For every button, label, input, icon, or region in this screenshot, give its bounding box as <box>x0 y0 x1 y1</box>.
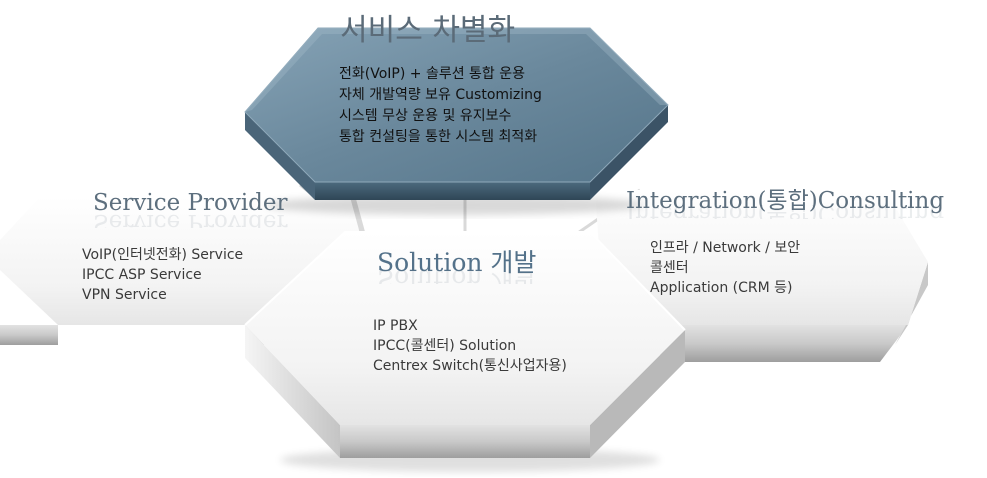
center-top-line: 자체 개발역량 보유 Customizing <box>339 87 542 103</box>
integration-title-reflection: Integration(통합)Consulting <box>626 205 945 219</box>
solution-title-reflection: Solution 개발 <box>377 270 536 284</box>
integration-consulting-hexagon <box>595 190 928 362</box>
service-provider-line: VoIP(인터넷전화) Service <box>82 247 244 263</box>
center-top-line: 전화(VoIP) + 솔루션 통합 운용 <box>339 66 526 82</box>
service-provider-list: VoIP(인터넷전화) Service IPCC ASP Service VPN… <box>82 245 243 305</box>
service-provider-line: VPN Service <box>82 287 167 303</box>
solution-line: IP PBX <box>373 318 418 334</box>
service-provider-title-reflection: Service Provider <box>93 214 288 228</box>
integration-list: 인프라 / Network / 보안 콜센터 Application (CRM … <box>650 238 800 298</box>
solution-line: Centrex Switch(통신사업자용) <box>373 358 567 374</box>
center-top-line: 통합 컨설팅을 통한 시스템 최적화 <box>339 129 538 145</box>
integration-line: Application (CRM 등) <box>650 280 793 296</box>
solution-hexagon <box>244 231 686 472</box>
service-provider-line: IPCC ASP Service <box>82 267 202 283</box>
differentiation-hexagon <box>244 27 669 215</box>
integration-line: 콜센터 <box>650 260 689 276</box>
integration-line: 인프라 / Network / 보안 <box>650 240 801 256</box>
solution-list: IP PBX IPCC(콜센터) Solution Centrex Switch… <box>373 316 567 376</box>
center-top-line: 시스템 무상 운용 및 유지보수 <box>339 108 512 124</box>
center-top-list: 전화(VoIP) + 솔루션 통합 운용 자체 개발역량 보유 Customiz… <box>339 64 542 148</box>
solution-line: IPCC(콜센터) Solution <box>373 338 517 354</box>
service-provider-title: Service Provider <box>93 190 288 216</box>
solution-title: Solution 개발 <box>377 248 537 277</box>
center-top-title: 서비스 차별화 <box>340 13 516 48</box>
integration-title: Integration(통합)Consulting <box>626 188 945 214</box>
